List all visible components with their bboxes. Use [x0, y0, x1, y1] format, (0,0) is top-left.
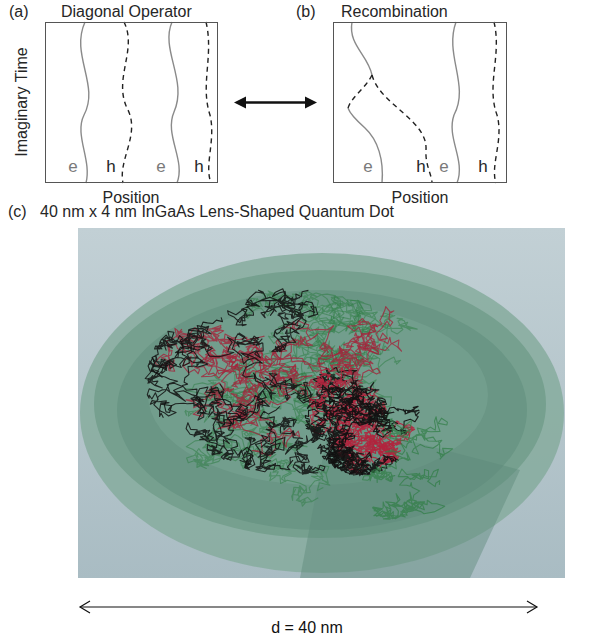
electron-worldline: [351, 22, 372, 75]
hole-label: h: [416, 157, 425, 177]
electron-worldline: [169, 22, 179, 183]
panel-title: Diagonal Operator: [61, 3, 192, 21]
dimension-label: d = 40 nm: [271, 619, 343, 637]
panel-letter: (b): [296, 3, 316, 21]
random-walk: [363, 417, 453, 483]
electron-worldline: [348, 108, 382, 183]
path-integral-walks: [145, 289, 453, 519]
panel-letter: (c): [8, 203, 27, 221]
dimension-line: [80, 606, 537, 607]
axis-label: Position: [392, 189, 449, 207]
electron-worldline: [81, 22, 89, 183]
electron-label: e: [68, 157, 77, 177]
random-walk: [228, 289, 318, 352]
arrowhead: [80, 601, 90, 613]
panel-box: (a)Diagonal Operatoreheh: [45, 22, 218, 183]
render-panel: (c)40 nm x 4 nm InGaAs Lens-Shaped Quant…: [78, 228, 565, 578]
arrowhead: [305, 97, 317, 109]
hole-worldline: [206, 22, 212, 183]
random-walk: [145, 317, 224, 416]
worldlines-a: [81, 22, 212, 183]
panel-title: Recombination: [341, 3, 448, 21]
arrowhead: [527, 601, 537, 613]
electron-label: e: [156, 157, 165, 177]
hole-label: h: [194, 157, 203, 177]
hole-worldline: [372, 75, 432, 183]
electron-worldline: [452, 22, 459, 183]
panel-title: 40 nm x 4 nm InGaAs Lens-Shaped Quantum …: [40, 203, 394, 221]
dimension-arrow: [80, 601, 537, 613]
panel-box: (b)Recombinationeheh: [333, 22, 507, 183]
electron-label: e: [439, 157, 448, 177]
worldlines-b: [348, 22, 499, 183]
arrow-shaft: [244, 101, 307, 103]
panel-letter: (a): [9, 3, 29, 21]
random-walk: [321, 382, 405, 426]
hole-worldline: [348, 75, 372, 108]
double-arrow: [234, 97, 317, 109]
hole-label: h: [478, 157, 487, 177]
electron-label: e: [363, 157, 372, 177]
hole-label: h: [106, 157, 115, 177]
axis-label: Position: [103, 189, 160, 207]
axis-label: Imaginary Time: [13, 47, 31, 156]
arrowhead: [234, 97, 246, 109]
hole-worldline: [122, 22, 131, 183]
random-walk: [201, 307, 402, 395]
render-background: [78, 228, 565, 578]
hole-worldline: [493, 22, 499, 183]
